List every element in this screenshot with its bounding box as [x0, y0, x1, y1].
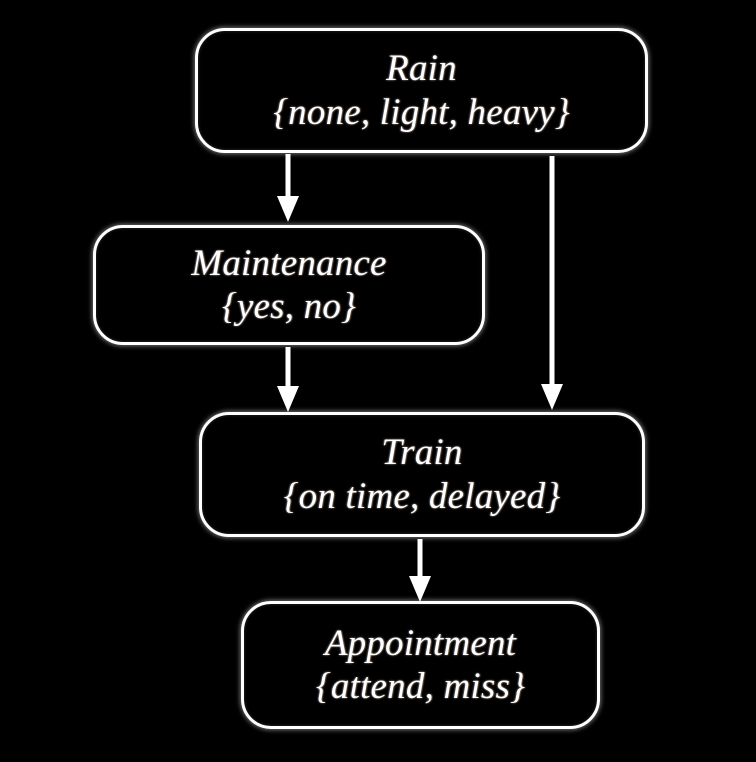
node-train-states: {on time, delayed}: [283, 475, 561, 517]
node-appointment-label: Appointment: [324, 622, 517, 664]
node-rain[interactable]: Rain {none, light, heavy}: [195, 28, 648, 153]
edge-rain-to-maintenance: [270, 152, 306, 224]
node-maintenance-states: {yes, no}: [221, 286, 357, 327]
node-maintenance-label: Maintenance: [191, 242, 387, 284]
arrowhead-icon: [409, 576, 431, 602]
node-train[interactable]: Train {on time, delayed}: [199, 412, 645, 537]
arrowhead-icon: [277, 386, 299, 412]
edge-rain-to-train: [534, 152, 570, 412]
node-rain-states: {none, light, heavy}: [273, 91, 570, 133]
arrowhead-icon: [277, 196, 299, 222]
node-train-label: Train: [381, 432, 463, 474]
node-appointment-states: {attend, miss}: [315, 666, 526, 707]
node-rain-label: Rain: [386, 48, 457, 90]
arrowhead-icon: [541, 384, 563, 410]
node-maintenance[interactable]: Maintenance {yes, no}: [93, 225, 485, 345]
edge-train-to-appointment: [402, 536, 438, 604]
edge-maintenance-to-train: [270, 344, 306, 414]
node-appointment[interactable]: Appointment {attend, miss}: [241, 601, 600, 729]
